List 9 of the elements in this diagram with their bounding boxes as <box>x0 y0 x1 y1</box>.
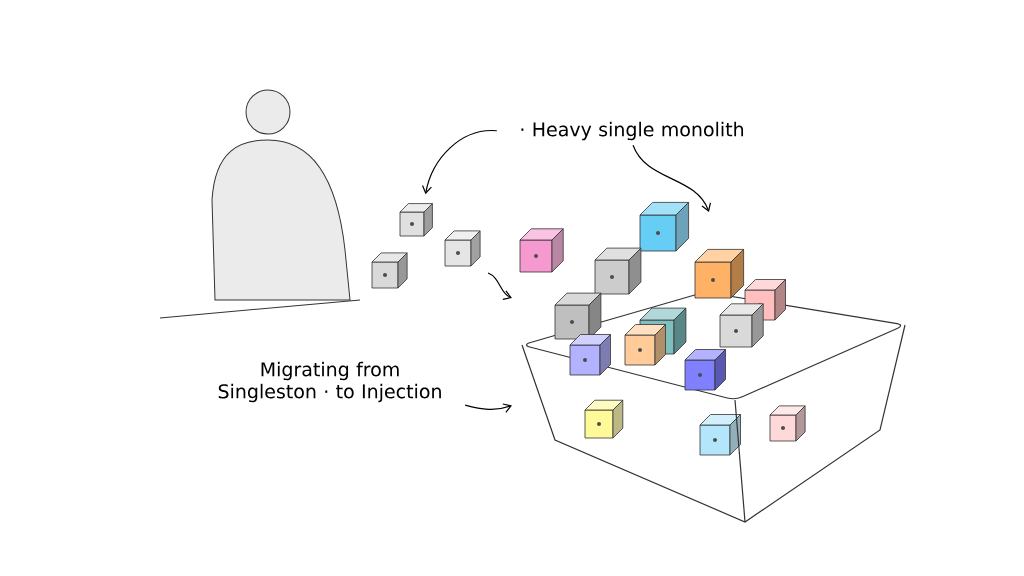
container-drawing <box>519 202 906 523</box>
sketch-label: Migrating from Singleston · to Injection <box>218 361 441 403</box>
sketch-label: · Heavy single monolith <box>521 121 744 141</box>
arrow <box>421 130 498 195</box>
arrow <box>464 403 512 414</box>
arrow <box>487 272 512 300</box>
cubes-drawing <box>371 203 481 289</box>
person-drawing <box>159 89 361 319</box>
arrow <box>632 144 712 212</box>
